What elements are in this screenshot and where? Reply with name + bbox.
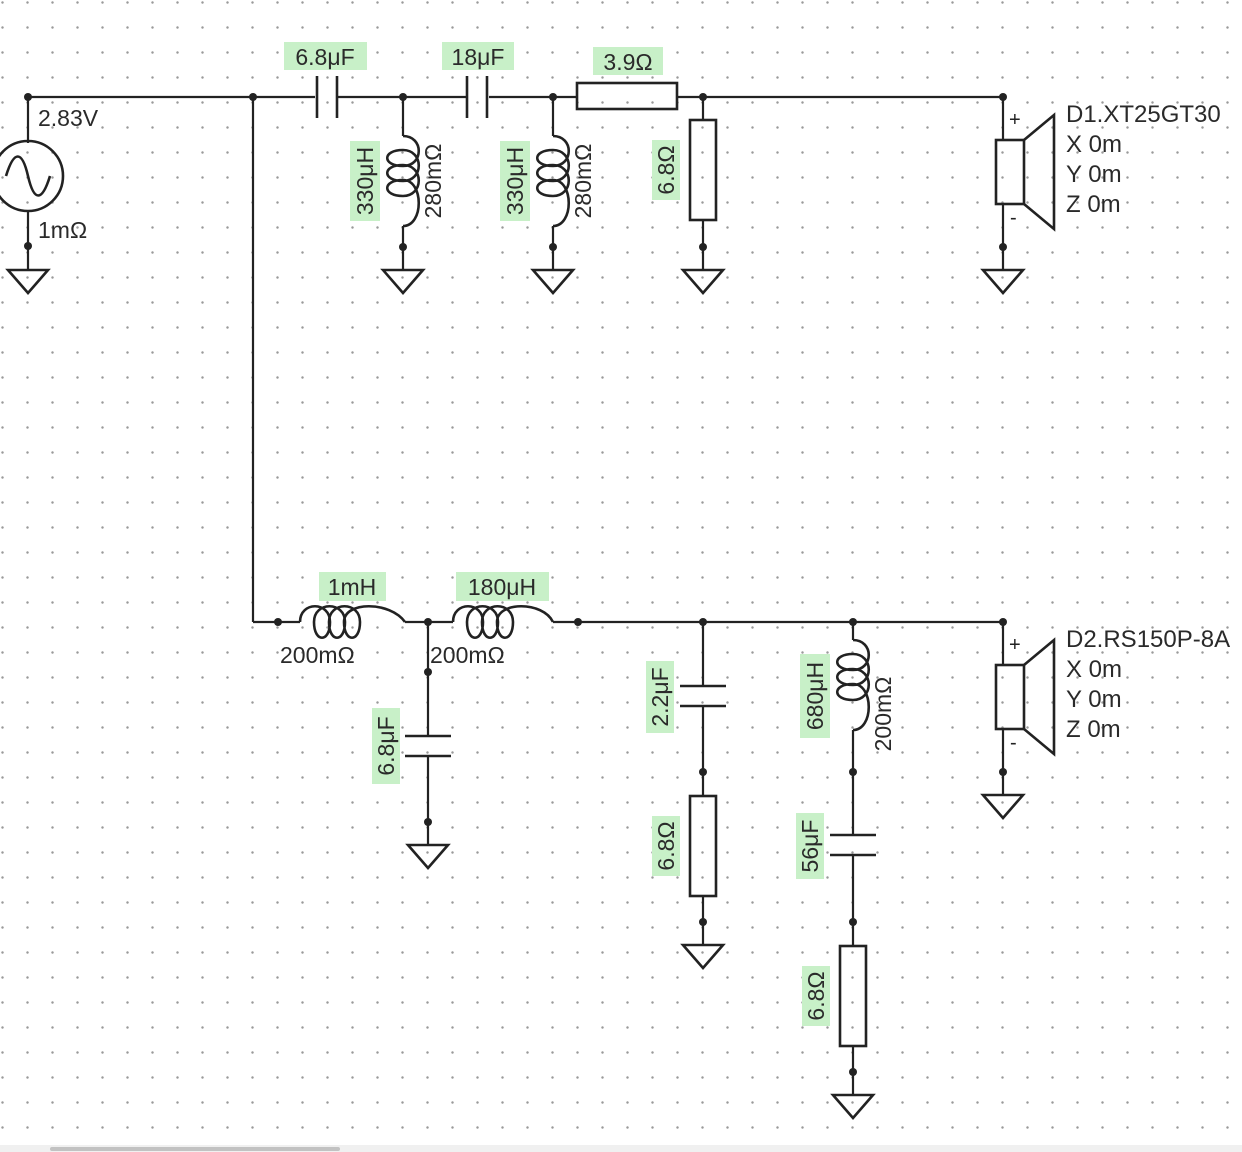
woofer-l2-value: 180μH <box>456 572 549 601</box>
woofer-c-shunt-value: 6.8μF <box>372 708 400 784</box>
d2-plus-sign: + <box>1009 634 1021 656</box>
tweeter-shunt-resistor[interactable] <box>688 118 718 222</box>
svg-text:2.2μF: 2.2μF <box>647 667 673 726</box>
d1-plus-sign: + <box>1009 109 1021 131</box>
d1-y-position: Y 0m <box>1066 161 1122 188</box>
notch-inductor[interactable] <box>835 638 871 732</box>
d2-y-position: Y 0m <box>1066 686 1122 713</box>
zobel-capacitor-value: 2.2μF <box>646 661 674 733</box>
notch-capacitor[interactable] <box>830 833 876 857</box>
d1-x-position: X 0m <box>1066 131 1122 158</box>
woofer-l1-value: 1mH <box>319 572 386 601</box>
svg-text:56μF: 56μF <box>797 820 823 873</box>
source-voltage-label: 2.83V <box>38 105 99 131</box>
notch-resistor[interactable] <box>838 944 868 1048</box>
tweeter-capacitor-c2[interactable] <box>465 76 489 118</box>
tweeter-series-resistor[interactable] <box>575 81 679 111</box>
svg-text:1mH: 1mH <box>328 574 377 600</box>
svg-text:680μH: 680μH <box>802 662 828 730</box>
tweeter-capacitor-c1[interactable] <box>315 76 339 118</box>
woofer-shunt-capacitor[interactable] <box>405 734 451 758</box>
zobel-capacitor[interactable] <box>680 684 726 708</box>
zobel-resistor[interactable] <box>688 794 718 898</box>
tweeter-l2-resistance: 280mΩ <box>570 144 596 219</box>
d1-minus-sign: - <box>1010 207 1017 229</box>
svg-text:6.8Ω: 6.8Ω <box>803 971 829 1020</box>
d2-minus-sign: - <box>1010 732 1017 754</box>
tweeter-shunt-resistor-value: 6.8Ω <box>652 140 680 200</box>
zobel-resistor-value: 6.8Ω <box>652 816 680 876</box>
scrollbar-thumb[interactable] <box>50 1147 340 1151</box>
d1-z-position: Z 0m <box>1066 191 1121 218</box>
tweeter-driver-d1[interactable] <box>994 112 1056 232</box>
tweeter-series-resistor-value: 3.9Ω <box>593 47 663 75</box>
tweeter-l1-value: 330μH <box>350 141 380 221</box>
svg-text:3.9Ω: 3.9Ω <box>603 49 652 75</box>
tweeter-c1-value: 6.8μF <box>284 42 367 70</box>
tweeter-l2-value: 330μH <box>500 141 530 221</box>
svg-text:6.8Ω: 6.8Ω <box>653 145 679 194</box>
woofer-series-inductor-l2[interactable] <box>451 604 555 640</box>
svg-text:6.8μF: 6.8μF <box>295 44 354 70</box>
wires <box>26 95 1005 1095</box>
svg-text:330μH: 330μH <box>502 147 528 215</box>
svg-text:18μF: 18μF <box>452 44 505 70</box>
svg-text:6.8μF: 6.8μF <box>373 716 399 775</box>
notch-capacitor-value: 56μF <box>796 813 824 879</box>
d1-driver-name: D1.XT25GT30 <box>1066 101 1221 128</box>
svg-text:330μH: 330μH <box>352 147 378 215</box>
notch-resistor-value: 6.8Ω <box>802 966 830 1026</box>
source-resistance-label: 1mΩ <box>38 217 87 243</box>
notch-inductor-value: 680μH <box>800 654 830 738</box>
woofer-l1-resistance: 200mΩ <box>280 642 355 668</box>
d2-z-position: Z 0m <box>1066 716 1121 743</box>
woofer-l2-resistance: 200mΩ <box>430 642 505 668</box>
d2-x-position: X 0m <box>1066 656 1122 683</box>
notch-inductor-resistance: 200mΩ <box>870 677 896 752</box>
tweeter-shunt-inductor-l1[interactable] <box>385 134 421 228</box>
nodes <box>24 93 1007 1076</box>
woofer-series-inductor-l1[interactable] <box>298 604 407 640</box>
tweeter-l1-resistance: 280mΩ <box>420 144 446 219</box>
horizontal-scrollbar[interactable] <box>0 1145 1242 1152</box>
tweeter-shunt-inductor-l2[interactable] <box>535 134 571 228</box>
svg-text:6.8Ω: 6.8Ω <box>653 821 679 870</box>
woofer-driver-d2[interactable] <box>994 637 1056 757</box>
ground-symbols <box>5 268 1026 1120</box>
d2-driver-name: D2.RS150P-8A <box>1066 626 1230 653</box>
svg-text:180μH: 180μH <box>468 574 536 600</box>
ac-voltage-source[interactable] <box>0 139 65 213</box>
tweeter-c2-value: 18μF <box>442 42 514 70</box>
